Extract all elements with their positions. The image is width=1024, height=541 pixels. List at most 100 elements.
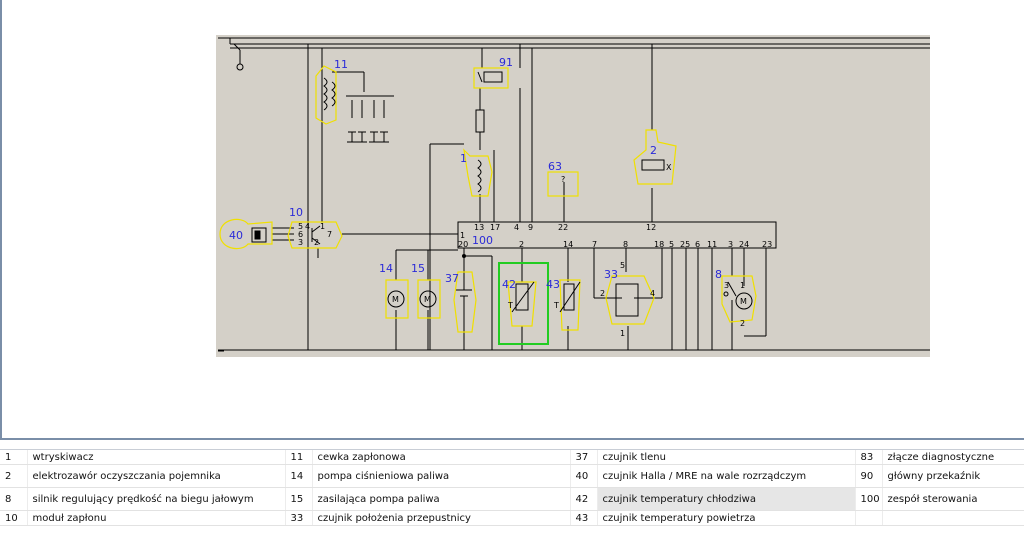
pin-8-3: 3 — [724, 281, 729, 290]
legend-number[interactable]: 37 — [570, 450, 598, 465]
coil-11-outline — [315, 65, 337, 125]
label-1: 1 — [460, 152, 467, 165]
legend-number[interactable] — [855, 510, 883, 526]
pin-8-2: 2 — [740, 319, 745, 328]
component-symbols — [251, 71, 753, 317]
pin-33-2: 2 — [600, 289, 605, 298]
pin-11: 11 — [707, 240, 717, 249]
legend-label[interactable]: elektrozawór oczyszczania pojemnika — [27, 464, 286, 488]
selected-component-highlight[interactable] — [498, 262, 549, 345]
legend-label[interactable]: zespół sterowania — [882, 487, 1024, 511]
component-numbers: 11 91 63 2 1 10 40 100 14 15 37 42 43 33… — [229, 56, 722, 291]
injector-1-outline — [463, 148, 493, 197]
wires — [218, 37, 930, 351]
pin-33-4: 4 — [650, 289, 655, 298]
legend-label[interactable]: pompa ciśnieniowa paliwa — [312, 464, 571, 488]
pin-10-1: 1 — [320, 222, 325, 231]
label-63: 63 — [548, 160, 562, 173]
pin-4: 4 — [514, 223, 519, 232]
sensor-63-glyph: ? — [561, 175, 565, 184]
component-outlines — [219, 65, 757, 333]
pin-22: 22 — [558, 223, 568, 232]
ground-symbols — [218, 63, 244, 352]
legend-number[interactable]: 40 — [570, 464, 598, 488]
pin-25: 25 — [680, 240, 690, 249]
pin-33-5: 5 — [620, 261, 625, 270]
pin-numbers: 13 17 4 9 22 12 1 20 2 14 7 8 18 5 25 6 … — [298, 163, 772, 338]
legend-number[interactable]: 83 — [855, 450, 883, 465]
legend-label[interactable]: złącze diagnostyczne — [882, 450, 1024, 465]
legend-label[interactable]: moduł zapłonu — [27, 510, 286, 526]
pin-10-6: 6 — [298, 230, 303, 239]
oxygen-sensor-37-outline — [453, 271, 477, 333]
legend-label[interactable]: czujnik położenia przepustnicy — [312, 510, 571, 526]
pin-13: 13 — [474, 223, 484, 232]
legend-number[interactable]: 42 — [570, 487, 598, 511]
legend-number[interactable]: 100 — [855, 487, 883, 511]
legend-number[interactable]: 10 — [0, 510, 28, 526]
legend-label[interactable]: czujnik temperatury chłodziwa — [597, 487, 856, 511]
pin-10-7: 7 — [327, 230, 332, 239]
label-33: 33 — [604, 268, 618, 281]
pin-33-1: 1 — [620, 329, 625, 338]
legend-number[interactable]: 2 — [0, 464, 28, 488]
legend-label[interactable]: wtryskiwacz — [27, 450, 286, 465]
ignition-module-10-outline — [287, 221, 343, 249]
pin-1: 1 — [460, 231, 465, 240]
hall-sensor-40-outline — [219, 218, 273, 250]
label-8: 8 — [715, 268, 722, 281]
legend-label[interactable]: główny przekaźnik — [882, 464, 1024, 488]
valve-2-glyph: X — [666, 163, 672, 172]
label-43: 43 — [546, 278, 560, 291]
pin-12: 12 — [646, 223, 656, 232]
pin-10-2: 2 — [314, 238, 319, 247]
pin-14: 14 — [563, 240, 573, 249]
pin-17: 17 — [490, 223, 500, 232]
label-15: 15 — [411, 262, 425, 275]
legend-label[interactable]: cewka zapłonowa — [312, 450, 571, 465]
diagram-viewer[interactable]: 11 91 63 2 1 10 40 100 14 15 37 42 43 33… — [0, 0, 1024, 440]
legend-label[interactable]: czujnik temperatury powietrza — [597, 510, 856, 526]
legend-number[interactable]: 90 — [855, 464, 883, 488]
legend-label[interactable] — [882, 510, 1024, 526]
idle-motor-8-outline — [721, 275, 757, 323]
legend-number[interactable]: 14 — [285, 464, 313, 488]
label-40: 40 — [229, 229, 243, 242]
pin-10-5: 5 — [298, 222, 303, 231]
pin-23: 23 — [762, 240, 772, 249]
pin-5: 5 — [669, 240, 674, 249]
legend-label[interactable]: czujnik tlenu — [597, 450, 856, 465]
sensor-63-outline — [547, 171, 579, 197]
legend-label[interactable]: silnik regulujący prędkość na biegu jało… — [27, 487, 286, 511]
coolant-sensor-42-outline — [507, 281, 537, 327]
motor-14-glyph: M — [392, 295, 399, 304]
legend-number[interactable]: 33 — [285, 510, 313, 526]
pin-10-3: 3 — [298, 238, 303, 247]
label-100: 100 — [472, 234, 493, 247]
pin-2: 2 — [519, 240, 524, 249]
pin-20: 20 — [458, 240, 468, 249]
air-sensor-43-outline — [559, 279, 581, 331]
pin-8-1: 1 — [740, 281, 745, 290]
legend-number[interactable]: 43 — [570, 510, 598, 526]
label-10: 10 — [289, 206, 303, 219]
legend-label[interactable]: zasilająca pompa paliwa — [312, 487, 571, 511]
legend-number[interactable]: 1 — [0, 450, 28, 465]
wiring-diagram: 11 91 63 2 1 10 40 100 14 15 37 42 43 33… — [216, 35, 930, 357]
label-14: 14 — [379, 262, 393, 275]
junction-dot — [462, 254, 466, 258]
legend-number[interactable]: 11 — [285, 450, 313, 465]
relay-91-outline — [473, 67, 509, 89]
pin-10-4: 4 — [305, 222, 310, 231]
label-11: 11 — [334, 58, 348, 71]
legend-number[interactable]: 15 — [285, 487, 313, 511]
label-2: 2 — [650, 144, 657, 157]
legend-number[interactable]: 8 — [0, 487, 28, 511]
pin-8: 8 — [623, 240, 628, 249]
pin-18: 18 — [654, 240, 664, 249]
legend-label[interactable]: czujnik Halla / MRE na wale rozrządczym — [597, 464, 856, 488]
